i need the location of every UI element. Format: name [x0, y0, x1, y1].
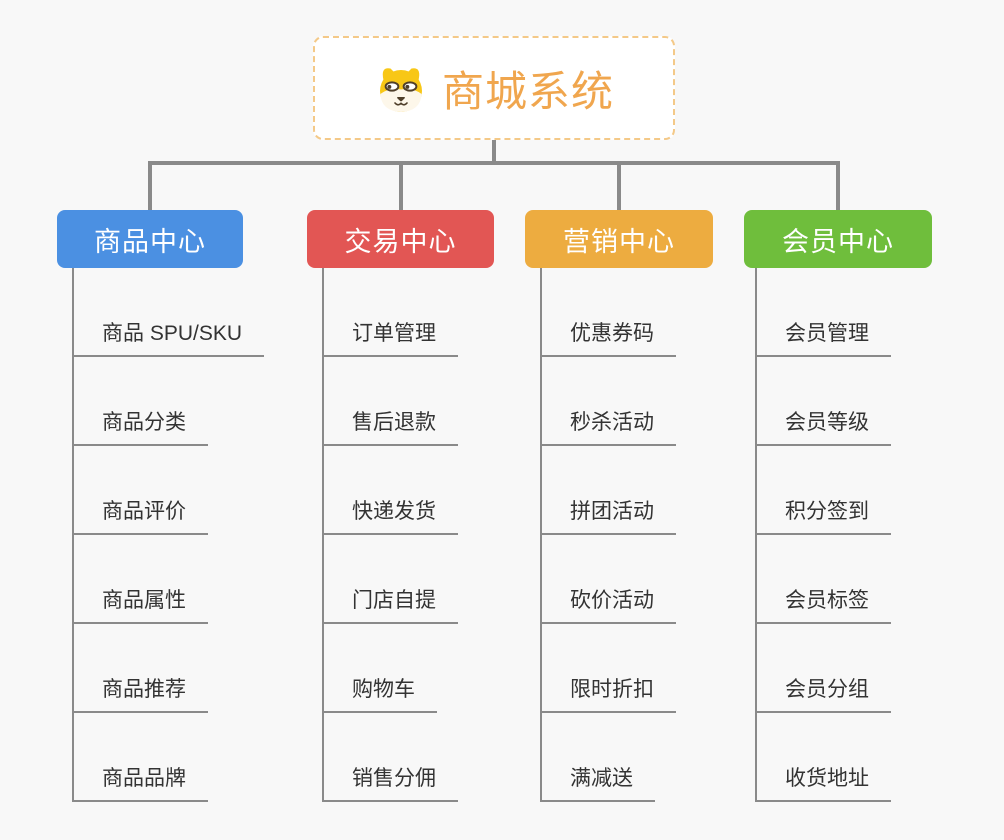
leaf-label: 限时折扣 — [540, 673, 676, 713]
branch-label: 商品中心 — [94, 226, 206, 257]
connector-drop-member — [836, 163, 840, 210]
leaf-label: 积分签到 — [755, 495, 891, 535]
leaf-label: 砍价活动 — [540, 584, 676, 624]
leaf-label: 商品评价 — [72, 495, 208, 535]
leaf-node[interactable]: 商品属性 — [72, 535, 264, 624]
leaf-node[interactable]: 销售分佣 — [322, 713, 458, 802]
connector-horizontal — [148, 161, 840, 165]
connector-root-stub — [492, 140, 496, 163]
branch-node-marketing[interactable]: 营销中心 — [525, 210, 713, 268]
leaf-label: 会员等级 — [755, 406, 891, 446]
leaf-node[interactable]: 会员分组 — [755, 624, 891, 713]
connector-drop-trade — [399, 163, 403, 210]
connector-drop-marketing — [617, 163, 621, 210]
branch-children-member: 会员管理 会员等级 积分签到 会员标签 会员分组 收货地址 — [755, 268, 891, 802]
leaf-label: 满减送 — [540, 762, 655, 802]
leaf-node[interactable]: 满减送 — [540, 713, 676, 802]
branch-children-trade: 订单管理 售后退款 快递发货 门店自提 购物车 销售分佣 — [322, 268, 458, 802]
leaf-node[interactable]: 商品品牌 — [72, 713, 264, 802]
leaf-label: 拼团活动 — [540, 495, 676, 535]
leaf-node[interactable]: 秒杀活动 — [540, 357, 676, 446]
connector-drop-product — [148, 163, 152, 210]
leaf-node[interactable]: 商品 SPU/SKU — [72, 268, 265, 357]
leaf-node[interactable]: 会员标签 — [755, 535, 891, 624]
leaf-label: 商品品牌 — [72, 762, 208, 802]
leaf-node[interactable]: 会员等级 — [755, 357, 891, 446]
leaf-label: 销售分佣 — [322, 762, 458, 802]
leaf-label: 商品属性 — [72, 584, 208, 624]
leaf-label: 优惠券码 — [540, 317, 676, 357]
leaf-node[interactable]: 会员管理 — [755, 268, 891, 357]
leaf-label: 会员标签 — [755, 584, 891, 624]
leaf-label: 门店自提 — [322, 584, 458, 624]
leaf-node[interactable]: 收货地址 — [755, 713, 891, 802]
leaf-label: 商品分类 — [72, 406, 208, 446]
leaf-label: 商品 SPU/SKU — [72, 317, 265, 357]
branch-label: 营销中心 — [563, 226, 675, 257]
leaf-label: 收货地址 — [755, 762, 891, 802]
leaf-label: 商品推荐 — [72, 673, 208, 713]
branch-label: 交易中心 — [344, 226, 457, 257]
leaf-node[interactable]: 限时折扣 — [540, 624, 676, 713]
branch-node-trade[interactable]: 交易中心 — [307, 210, 494, 268]
leaf-node[interactable]: 拼团活动 — [540, 446, 676, 535]
leaf-label: 售后退款 — [322, 406, 458, 446]
branch-children-marketing: 优惠券码 秒杀活动 拼团活动 砍价活动 限时折扣 满减送 — [540, 268, 676, 802]
leaf-node[interactable]: 快递发货 — [322, 446, 458, 535]
leaf-node[interactable]: 购物车 — [322, 624, 458, 713]
leaf-label: 购物车 — [322, 673, 437, 713]
leaf-label: 会员分组 — [755, 673, 891, 713]
leaf-node[interactable]: 售后退款 — [322, 357, 458, 446]
leaf-node[interactable]: 砍价活动 — [540, 535, 676, 624]
leaf-label: 订单管理 — [322, 317, 458, 357]
root-node[interactable]: 商城系统 — [313, 36, 675, 140]
branch-node-member[interactable]: 会员中心 — [744, 210, 932, 268]
leaf-node[interactable]: 积分签到 — [755, 446, 891, 535]
leaf-label: 快递发货 — [322, 495, 458, 535]
leaf-node[interactable]: 商品分类 — [72, 357, 264, 446]
leaf-label: 会员管理 — [755, 317, 891, 357]
leaf-label: 秒杀活动 — [540, 406, 676, 446]
leaf-node[interactable]: 商品评价 — [72, 446, 264, 535]
root-title: 商城系统 — [441, 67, 614, 115]
leaf-node[interactable]: 优惠券码 — [540, 268, 676, 357]
branch-label: 会员中心 — [782, 226, 894, 257]
leaf-node[interactable]: 订单管理 — [322, 268, 458, 357]
shiba-dog-icon — [379, 68, 422, 112]
leaf-node[interactable]: 商品推荐 — [72, 624, 264, 713]
leaf-node[interactable]: 门店自提 — [322, 535, 458, 624]
branch-children-product: 商品 SPU/SKU 商品分类 商品评价 商品属性 商品推荐 商品品牌 — [72, 268, 265, 802]
branch-node-product[interactable]: 商品中心 — [57, 210, 243, 268]
